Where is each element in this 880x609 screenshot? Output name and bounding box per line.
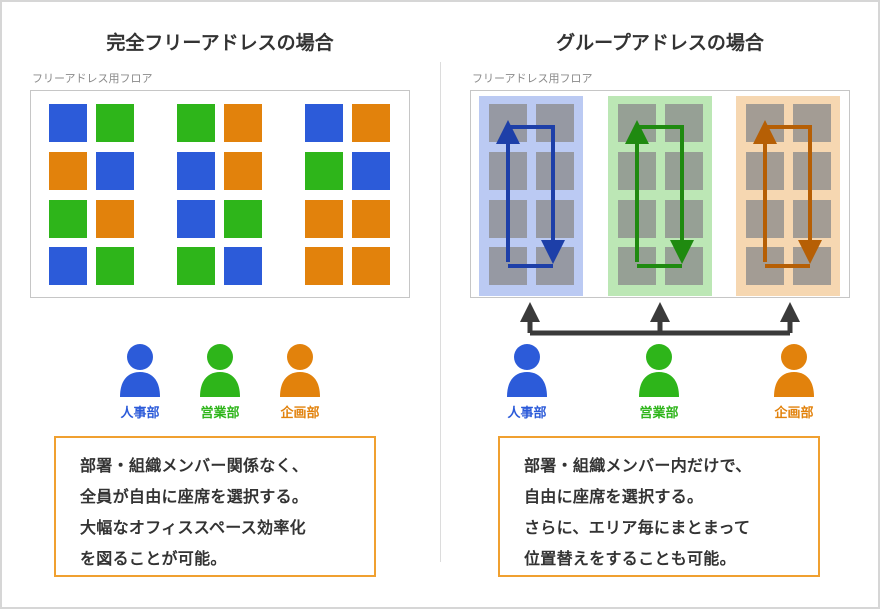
seat bbox=[224, 200, 262, 238]
left-note-box: 部署・組織メンバー関係なく、 全員が自由に座席を選択する。 大幅なオフィススペー… bbox=[54, 436, 376, 577]
seat bbox=[177, 152, 215, 190]
seat bbox=[96, 247, 134, 285]
dept-label-sales-right: 営業部 bbox=[639, 406, 679, 421]
seat bbox=[224, 247, 262, 285]
left-floor-label: フリーアドレス用フロア bbox=[32, 72, 153, 85]
right-title: グループアドレスの場合 bbox=[556, 32, 764, 54]
seat bbox=[305, 104, 343, 142]
right-note-box: 部署・組織メンバー内だけで、 自由に座席を選択する。 さらに、エリア毎にまとまっ… bbox=[498, 436, 820, 577]
seat bbox=[224, 152, 262, 190]
seat bbox=[177, 200, 215, 238]
right-floor-area bbox=[470, 90, 850, 298]
seat bbox=[352, 152, 390, 190]
seat bbox=[352, 200, 390, 238]
seat bbox=[177, 104, 215, 142]
seat bbox=[49, 104, 87, 142]
seat bbox=[305, 200, 343, 238]
seat bbox=[305, 152, 343, 190]
left-note-line: 全員が自由に座席を選択する。 bbox=[80, 487, 309, 506]
seat bbox=[352, 104, 390, 142]
left-note-line: を図ることが可能。 bbox=[80, 549, 227, 568]
dept-label-sales-left: 営業部 bbox=[200, 406, 240, 421]
right-floor-label: フリーアドレス用フロア bbox=[472, 72, 593, 85]
left-note-line: 部署・組織メンバー関係なく、 bbox=[80, 456, 309, 475]
dept-label-hr-left: 人事部 bbox=[120, 406, 160, 421]
seat bbox=[305, 247, 343, 285]
right-note-line: さらに、エリア毎にまとまって bbox=[524, 518, 751, 537]
seat bbox=[96, 104, 134, 142]
seat bbox=[49, 152, 87, 190]
right-note-line: 位置替えをすることも可能。 bbox=[524, 549, 736, 568]
left-title: 完全フリーアドレスの場合 bbox=[106, 32, 334, 54]
dept-label-planning-left: 企画部 bbox=[280, 406, 320, 421]
seat bbox=[96, 152, 134, 190]
right-note-line: 部署・組織メンバー内だけで、 bbox=[524, 456, 752, 475]
seat bbox=[96, 200, 134, 238]
section-divider bbox=[440, 62, 441, 562]
dept-label-planning-right: 企画部 bbox=[774, 406, 814, 421]
seat bbox=[352, 247, 390, 285]
seat bbox=[177, 247, 215, 285]
left-note-line: 大幅なオフィススペース効率化 bbox=[80, 518, 306, 537]
seat bbox=[49, 200, 87, 238]
seat bbox=[224, 104, 262, 142]
seat bbox=[49, 247, 87, 285]
left-floor-area bbox=[30, 90, 410, 298]
dept-label-hr-right: 人事部 bbox=[507, 406, 547, 421]
right-note-line: 自由に座席を選択する。 bbox=[524, 487, 704, 506]
